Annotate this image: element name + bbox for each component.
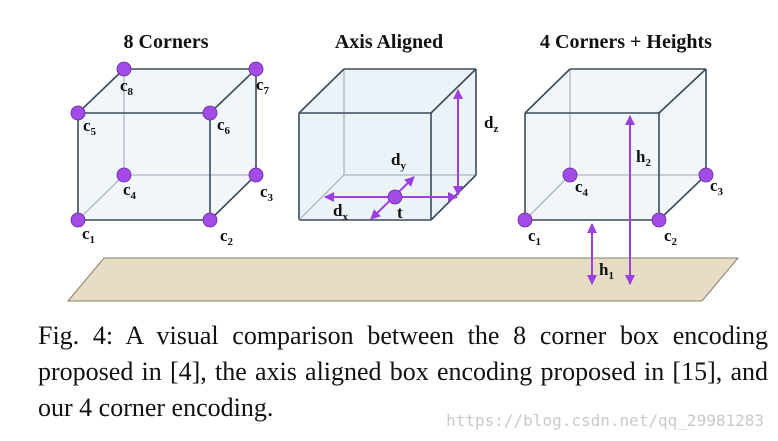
label-c3-4c: c3 [710, 176, 724, 198]
label-h1: h1 [599, 260, 614, 282]
figure-caption: Fig. 4: A visual comparison between the … [38, 321, 768, 422]
box-8-corners-edges [77, 68, 257, 221]
label-t: t [397, 203, 403, 222]
label-c1: c1 [82, 224, 95, 246]
corner-c2-dot [202, 212, 218, 228]
box-axis-aligned: dz dy dx t [298, 68, 498, 223]
box-8-corners-volume [78, 69, 256, 220]
label-c2: c2 [220, 226, 234, 248]
corner-c5-dot [70, 105, 86, 121]
label-c1-4c: c1 [528, 226, 541, 248]
label-c5: c5 [83, 116, 97, 138]
label-h2: h2 [636, 147, 651, 169]
corner-c2-dot-4c [651, 212, 667, 228]
center-point-t [387, 189, 403, 205]
corner-c3-dot [248, 167, 264, 183]
box-4-corners-volume [525, 69, 706, 220]
ground-plane [66, 257, 740, 302]
label-c2-4c: c2 [664, 226, 678, 248]
corner-c6-dot [202, 105, 218, 121]
box-8-corners: c1 c2 c3 c4 c5 c6 c7 c8 [70, 61, 274, 248]
box-4-corners-heights: c1 c2 c3 c4 h2 h1 [517, 68, 724, 285]
label-dx: dx [333, 201, 348, 223]
label-c4: c4 [123, 180, 137, 202]
corner-c4-dot [116, 167, 132, 183]
label-c8: c8 [120, 76, 134, 98]
box-4-corners-edges [524, 68, 707, 221]
label-c6: c6 [217, 115, 231, 137]
title-8-corners: 8 Corners [124, 31, 209, 53]
watermark: https://blog.csdn.net/qq_29981283 [446, 411, 764, 430]
label-c3: c3 [260, 182, 274, 204]
label-dz: dz [484, 113, 498, 135]
corner-c4-dot-4c [562, 167, 578, 183]
corner-c8-dot [116, 61, 132, 77]
corner-c3-dot-4c [698, 167, 714, 183]
title-axis-aligned: Axis Aligned [335, 31, 443, 53]
title-4-corners-heights: 4 Corners + Heights [540, 31, 712, 53]
label-c4-4c: c4 [575, 177, 589, 199]
corner-c1-dot-4c [517, 212, 533, 228]
corner-c7-dot [248, 61, 264, 77]
corner-c1-dot [70, 212, 86, 228]
label-dy: dy [391, 150, 406, 172]
label-c7: c7 [256, 75, 270, 97]
